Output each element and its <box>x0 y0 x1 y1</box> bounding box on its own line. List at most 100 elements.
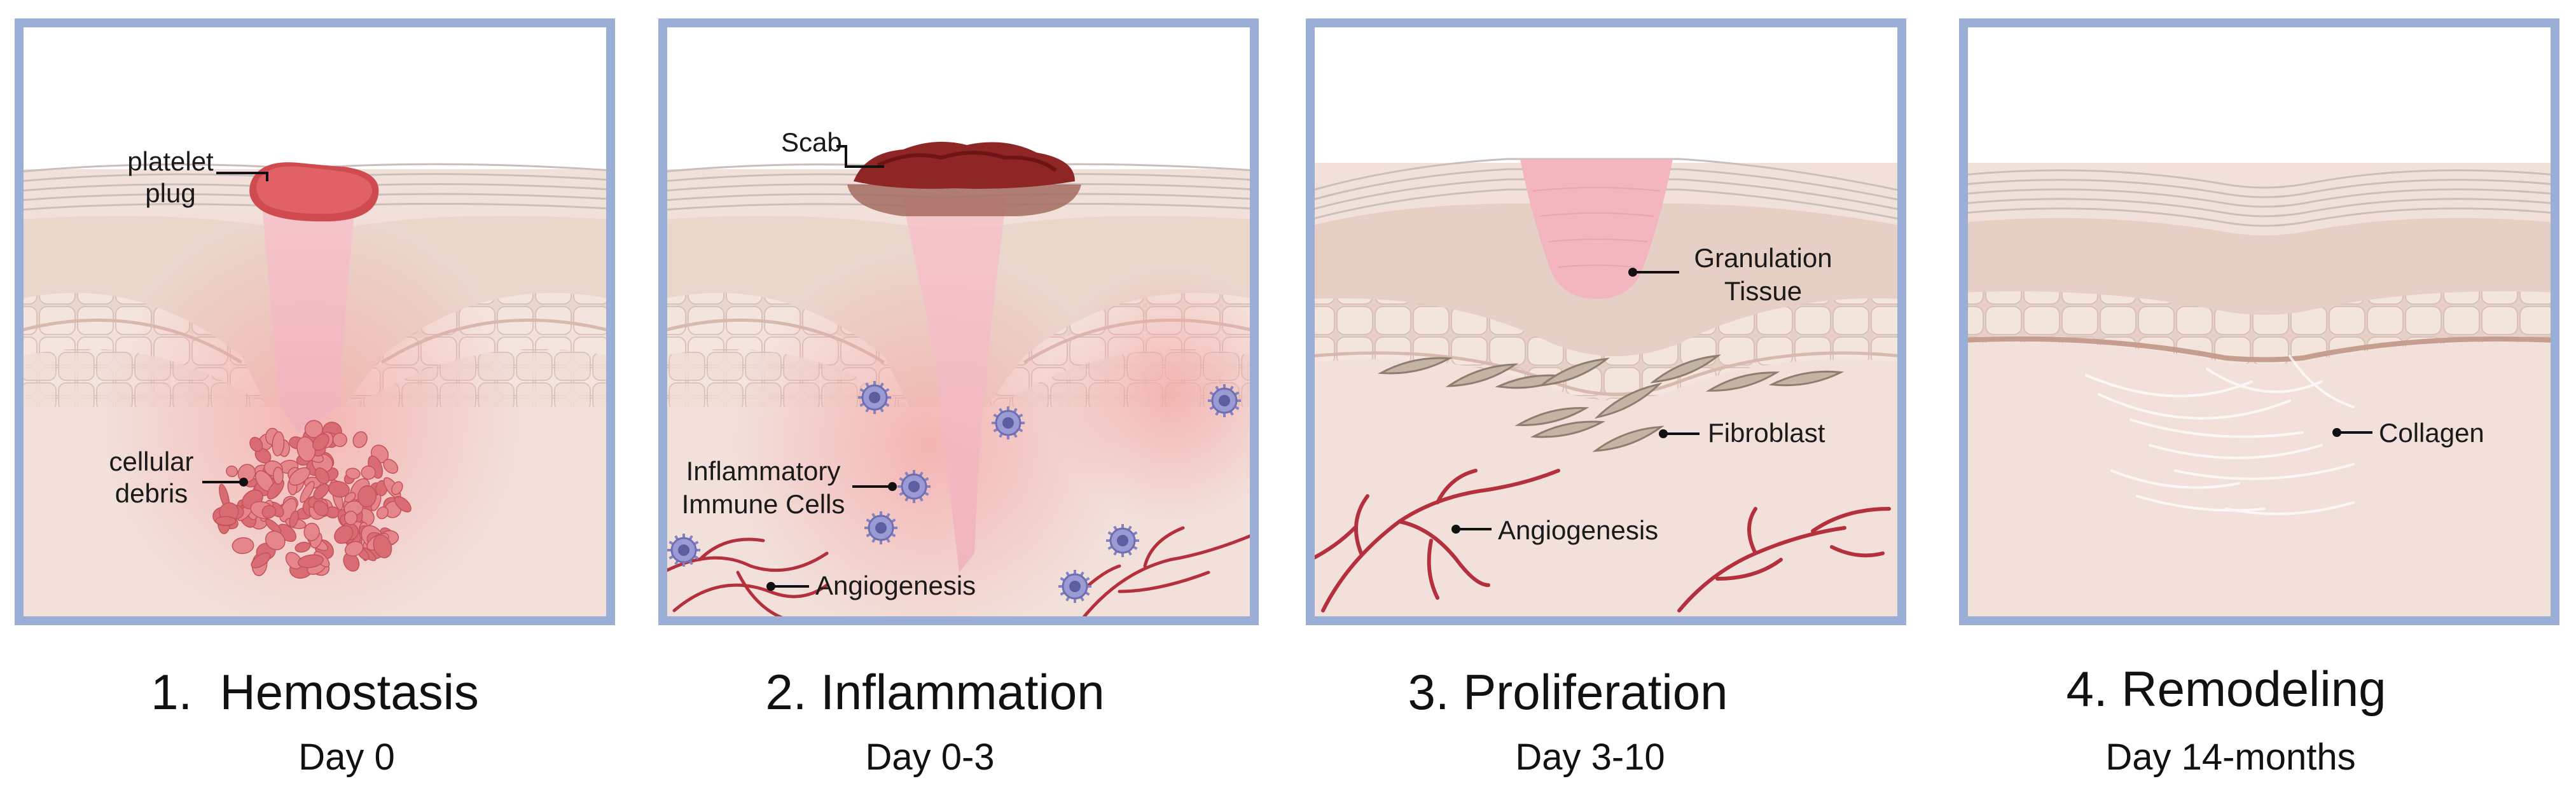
immune-cell <box>1208 384 1241 417</box>
granulation-tissue-shape <box>1520 159 1673 299</box>
fibroblast-cell <box>1539 357 1610 387</box>
immune-cell <box>667 534 700 567</box>
angiogenesis-label: Angiogenesis <box>1498 515 1658 545</box>
debris-fragment <box>332 432 347 447</box>
fibroblast-cell <box>1514 407 1589 426</box>
stage-subtitle-hemostasis: Day 0 <box>298 736 395 778</box>
immune-cell <box>858 381 891 414</box>
debris-fragment <box>272 431 285 457</box>
fibroblast-cell <box>1594 382 1663 419</box>
debris-fragment <box>352 431 368 448</box>
stage-subtitle-proliferation: Day 3-10 <box>1515 736 1665 778</box>
debris-fragment <box>345 541 364 557</box>
immune-cell <box>1106 524 1139 557</box>
debris-fragment <box>373 534 392 558</box>
immune-cell <box>992 406 1025 439</box>
scab-shape <box>847 141 1081 216</box>
immune-label-line1: Inflammatory <box>686 456 841 486</box>
panel-remodeling: Collagen 4. Remodeling Day 14-months <box>1959 18 2559 778</box>
fibroblast-cell <box>1377 357 1453 375</box>
panel-frame <box>1959 18 2559 625</box>
debris-fragment <box>361 466 376 480</box>
debris-fragment <box>265 530 286 551</box>
panel-frame <box>658 18 1259 625</box>
immune-cell <box>1058 570 1091 603</box>
fibroblast-label: Fibroblast <box>1708 418 1825 448</box>
fibroblast-cell <box>1445 363 1519 387</box>
debris-fragment <box>300 481 315 503</box>
debris-fragment <box>297 554 324 569</box>
label-scab: Scab <box>781 127 884 168</box>
debris-fragment <box>273 466 284 485</box>
panel-frame <box>1306 18 1906 625</box>
debris-fragment <box>285 551 302 570</box>
debris-fragment <box>261 505 277 519</box>
debris-fragment <box>313 500 329 516</box>
debris-fragment <box>344 511 358 525</box>
debris-fragment <box>376 506 389 520</box>
debris-fragment <box>232 537 254 555</box>
scab-label: Scab <box>781 127 842 157</box>
stage-title-remodeling: 4. Remodeling <box>2067 661 2386 717</box>
fibroblast-cell <box>1705 371 1780 392</box>
fibroblast-cell <box>1650 354 1721 384</box>
label-fibroblast: Fibroblast <box>1659 418 1825 448</box>
debris-fragment <box>357 485 377 508</box>
platelet-plug-shape <box>249 162 379 222</box>
debris-fragment <box>304 420 323 438</box>
cellular-debris-cluster <box>212 420 412 579</box>
debris-label-line2: debris <box>115 478 188 508</box>
debris-fragment <box>251 552 271 569</box>
stage-title-inflammation: 2. Inflammation <box>765 664 1104 720</box>
label-collagen: Collagen <box>2332 418 2484 448</box>
debris-fragment <box>312 433 329 451</box>
debris-fragment <box>294 541 311 553</box>
wound-channel <box>261 191 356 432</box>
panel-frame <box>15 18 615 625</box>
surface-strata <box>1310 158 1902 221</box>
debris-fragment <box>289 510 299 528</box>
stage-title-proliferation: 3. Proliferation <box>1408 664 1728 720</box>
label-angiogenesis-2: Angiogenesis <box>766 570 976 600</box>
granulation-label-line1: Granulation <box>1694 243 1832 273</box>
collagen-label: Collagen <box>2379 418 2484 448</box>
debris-fragment <box>391 481 403 495</box>
debris-fragment <box>394 495 412 513</box>
fibroblast-cell <box>1530 420 1606 438</box>
fibroblast-cell <box>1768 370 1845 387</box>
granulation-label-line2: Tissue <box>1724 276 1802 306</box>
surface-strata <box>1963 169 2555 227</box>
fibroblasts <box>1377 354 1845 452</box>
wound-channel <box>902 197 1006 572</box>
immune-label-line2: Immune Cells <box>682 489 845 519</box>
debris-fragment <box>265 518 282 534</box>
debris-fragment <box>249 436 263 452</box>
debris-fragment <box>226 466 239 478</box>
debris-fragment <box>314 467 330 485</box>
immune-cell <box>897 470 931 503</box>
debris-fragment <box>383 459 399 474</box>
debris-fragment <box>289 467 310 486</box>
debris-fragment <box>334 525 354 544</box>
platelet-label-line1: platelet <box>127 146 214 176</box>
platelet-label-line2: plug <box>145 178 195 208</box>
collagen-fibers <box>2085 355 2355 515</box>
blood-vessels <box>1310 469 1891 612</box>
stage-title-hemostasis: 1. Hemostasis <box>151 664 479 720</box>
debris-fragment <box>303 522 320 541</box>
debris-fragment <box>313 483 329 500</box>
debris-fragment <box>345 467 361 480</box>
fibroblast-cell <box>1592 425 1665 452</box>
immune-cell <box>864 511 897 544</box>
immune-cells <box>667 381 1241 603</box>
